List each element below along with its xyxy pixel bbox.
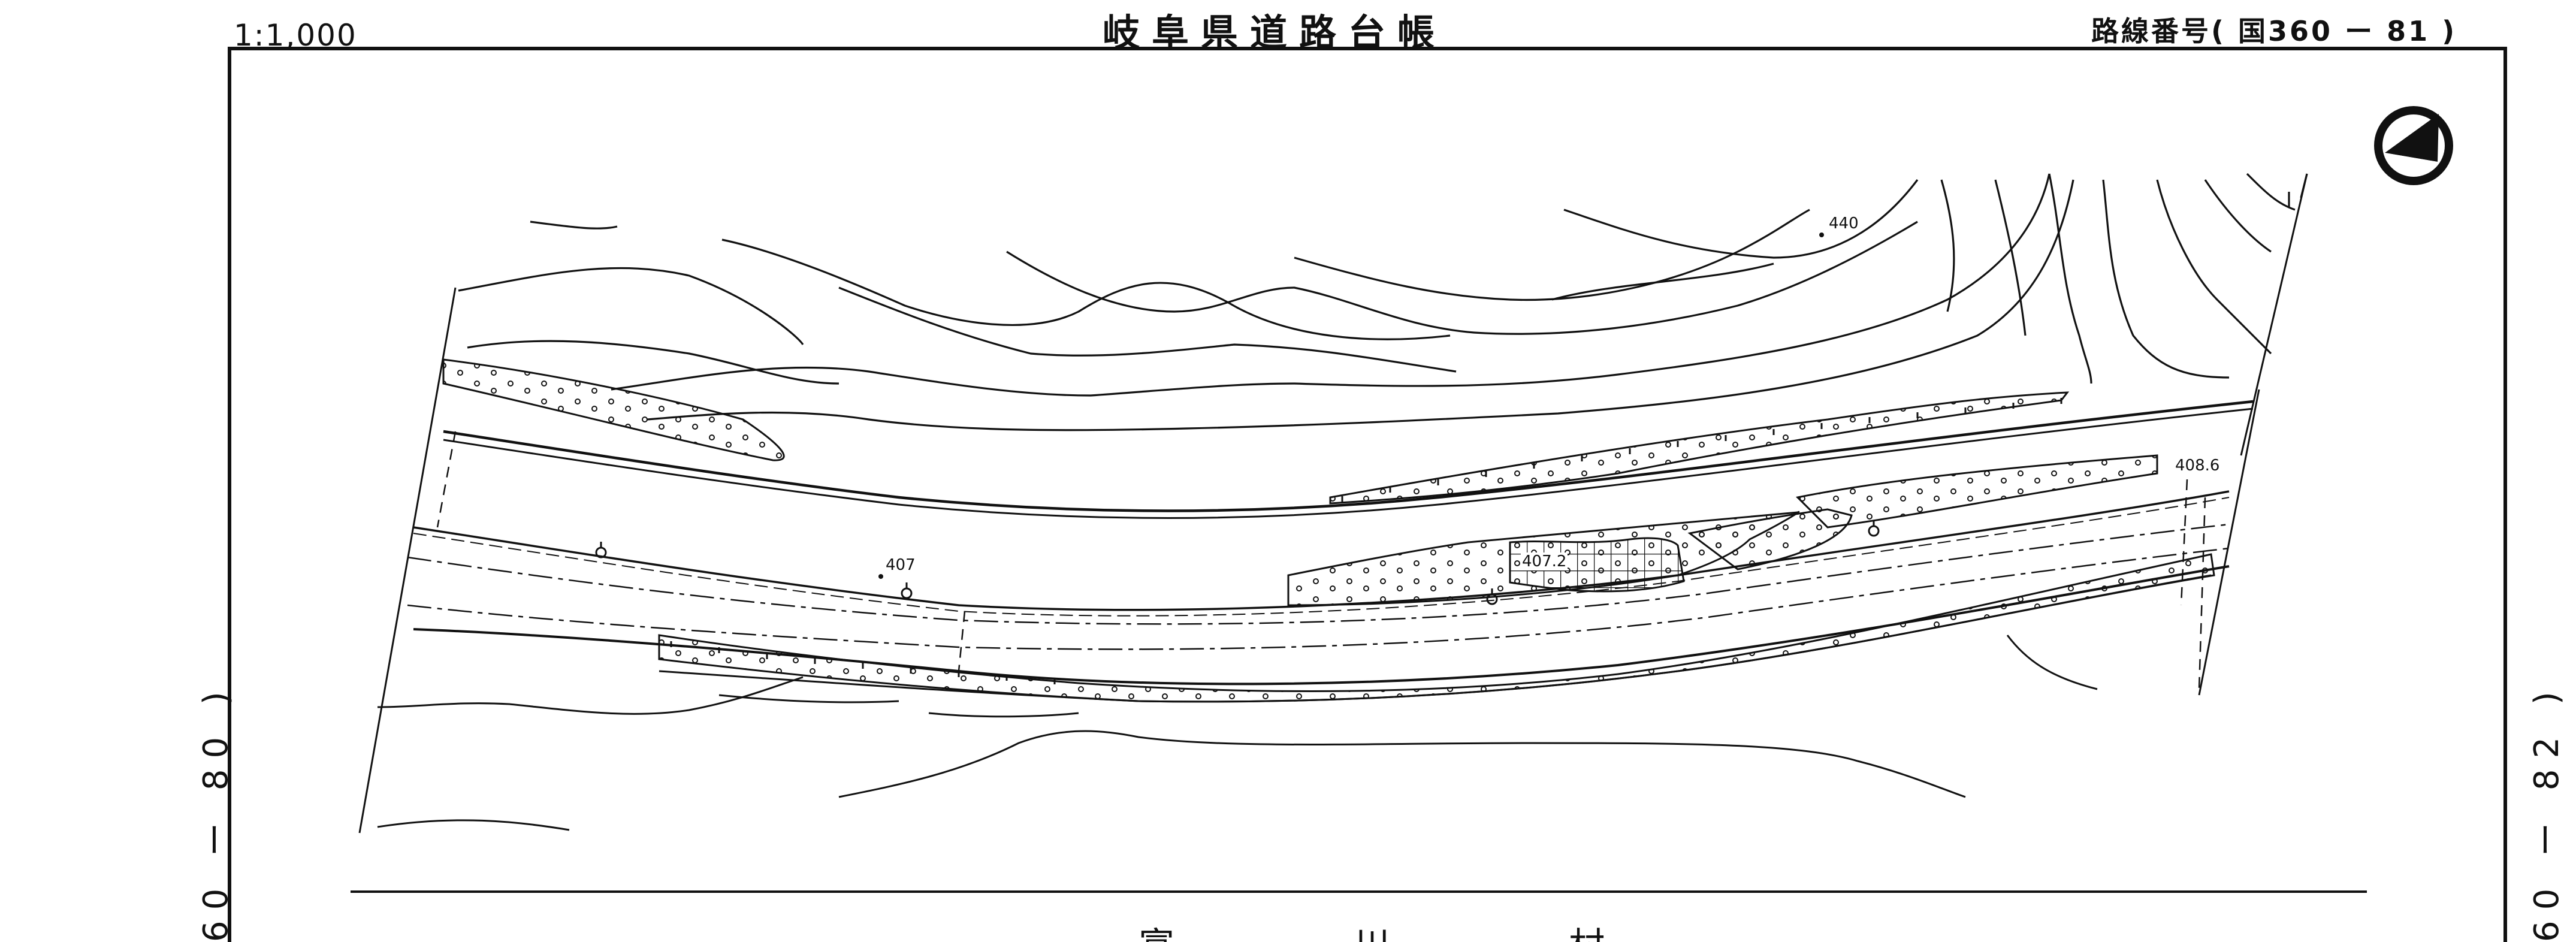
contour-lines-lower — [377, 635, 2098, 831]
village-name: 富 川 村 — [1138, 917, 1689, 942]
sheet-boundaries — [358, 173, 2308, 834]
elevation-label-440: 440 — [1829, 215, 1859, 233]
map-frame — [228, 47, 2507, 942]
boundary-lines — [436, 431, 2206, 690]
embankment-areas — [442, 358, 2215, 703]
slope-ticks — [670, 398, 2062, 684]
left-sheet-reference: 60 ー 80 ) — [197, 681, 235, 942]
right-sheet-reference: 60 ー 82 ) — [2527, 681, 2566, 942]
pole-markers — [595, 520, 1880, 605]
north-arrow-icon — [2374, 106, 2453, 185]
elevation-points — [878, 233, 1824, 579]
route-number-label: 路線番号( 国360 ー 81 ) — [2091, 15, 2457, 47]
elevation-label-407: 407 — [886, 556, 916, 574]
elevation-label-407-2: 407.2 — [1521, 552, 1568, 570]
contour-lines-upper — [458, 173, 2308, 431]
elevation-label-408-6: 408.6 — [2175, 457, 2220, 475]
